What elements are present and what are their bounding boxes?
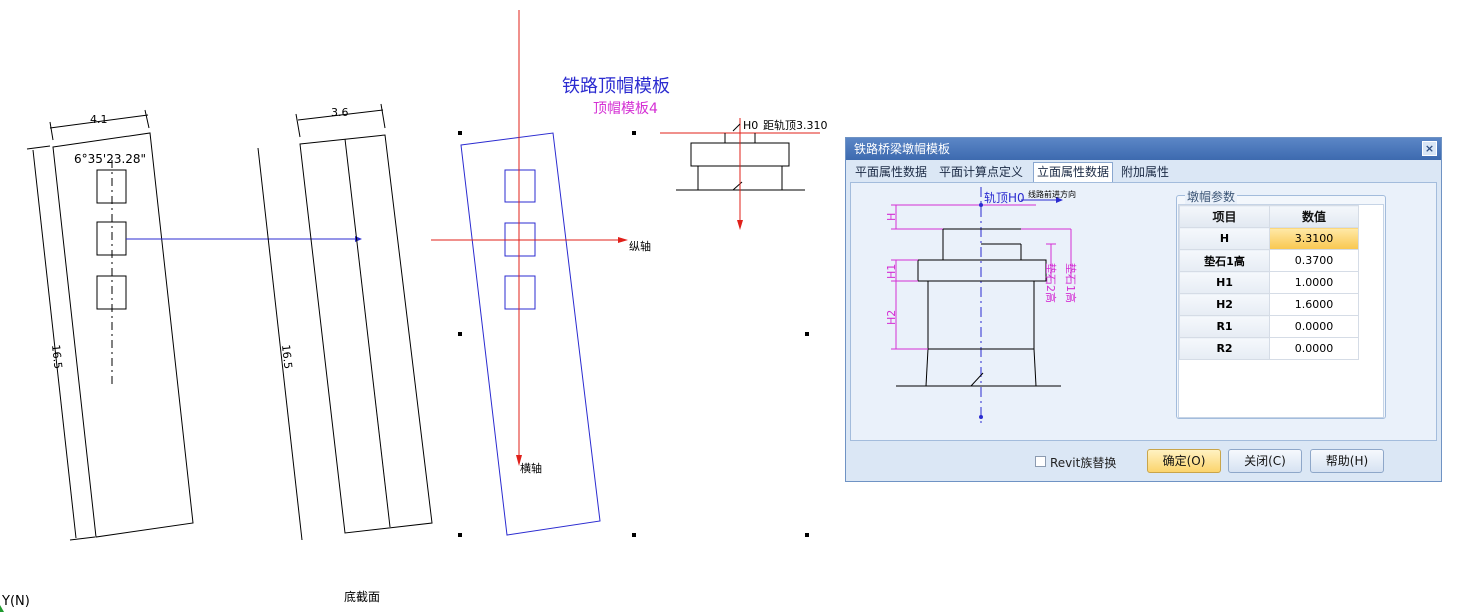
dim-width-left: 4.1 bbox=[90, 113, 108, 126]
param-value[interactable]: 1.6000 bbox=[1269, 293, 1359, 316]
param-value[interactable]: 0.0000 bbox=[1269, 315, 1359, 338]
ok-button[interactable]: 确定(O) bbox=[1147, 449, 1221, 473]
y-axis-icon bbox=[0, 605, 4, 612]
dialog-footer: Revit族替换 确定(O) 关闭(C) 帮助(H) bbox=[846, 443, 1441, 481]
param-value[interactable]: 0.0000 bbox=[1269, 337, 1359, 360]
table-row[interactable]: 垫石1高 0.3700 bbox=[1179, 249, 1359, 272]
diagram-label-h2: H2 bbox=[885, 310, 898, 325]
table-row[interactable]: H1 1.0000 bbox=[1179, 271, 1359, 294]
dim-width-mid: 3.6 bbox=[331, 106, 349, 119]
header-item: 项目 bbox=[1179, 205, 1270, 228]
help-button[interactable]: 帮助(H) bbox=[1310, 449, 1384, 473]
diagram-label-pad2: 垫石2高 bbox=[1044, 263, 1058, 303]
drawing-title: 铁路顶帽模板 bbox=[562, 76, 670, 97]
param-name: R1 bbox=[1179, 315, 1270, 338]
param-name: H2 bbox=[1179, 293, 1270, 316]
table-row[interactable]: H 3.3100 bbox=[1179, 227, 1359, 250]
param-name: R2 bbox=[1179, 337, 1270, 360]
params-grid[interactable]: 项目 数值 H 3.3100 垫石1高 0.3700 bbox=[1178, 204, 1384, 418]
param-name: H bbox=[1179, 227, 1270, 250]
param-value[interactable]: 1.0000 bbox=[1269, 271, 1359, 294]
diagram-direction: 线路前进方向 bbox=[1028, 189, 1076, 199]
param-value[interactable]: 0.3700 bbox=[1269, 249, 1359, 272]
pier-cap-template-dialog: 铁路桥梁墩帽模板 × 平面属性数据 平面计算点定义 立面属性数据 附加属性 bbox=[845, 137, 1442, 482]
elevation-diagram: 轨顶H0 线路前进方向 H H1 H2 垫石2高 垫石1高 bbox=[885, 187, 1078, 423]
tab-plane-calc-points[interactable]: 平面计算点定义 bbox=[939, 165, 1024, 179]
dist-label: 距轨顶3.310 bbox=[763, 118, 828, 132]
axis-long-label: 纵轴 bbox=[629, 239, 651, 253]
axis-trans-label: 横轴 bbox=[520, 461, 542, 475]
middle-view bbox=[257, 103, 433, 541]
param-name: H1 bbox=[1179, 271, 1270, 294]
params-table: 项目 数值 H 3.3100 垫石1高 0.3700 bbox=[1179, 205, 1359, 360]
bottom-section-label: 底截面 bbox=[344, 589, 380, 604]
group-title: 墩帽参数 bbox=[1185, 188, 1238, 205]
dim-height-mid: 16.5 bbox=[279, 344, 294, 370]
revit-replace-label: Revit族替换 bbox=[1050, 456, 1117, 470]
table-row[interactable]: R2 0.0000 bbox=[1179, 337, 1359, 360]
dialog-title: 铁路桥梁墩帽模板 bbox=[854, 142, 951, 156]
table-row[interactable]: H2 1.6000 bbox=[1179, 293, 1359, 316]
revit-replace-checkbox[interactable] bbox=[1035, 456, 1046, 467]
elevation-preview bbox=[660, 118, 820, 230]
elevation-tab-panel: 轨顶H0 线路前进方向 H H1 H2 垫石2高 垫石1高 墩帽参数 项目 数值 bbox=[850, 182, 1437, 441]
tab-extra-attributes[interactable]: 附加属性 bbox=[1121, 165, 1170, 179]
header-value: 数值 bbox=[1269, 205, 1359, 228]
pier-cap-params-group: 墩帽参数 项目 数值 H 3.3100 bbox=[1176, 188, 1386, 419]
dim-angle: 6°35'23.28" bbox=[74, 152, 146, 166]
tab-plane-attributes[interactable]: 平面属性数据 bbox=[855, 165, 928, 179]
diagram-label-h: H bbox=[885, 213, 898, 221]
param-name: 垫石1高 bbox=[1179, 249, 1270, 272]
left-view bbox=[26, 109, 362, 541]
table-row[interactable]: R1 0.0000 bbox=[1179, 315, 1359, 338]
h0-label: H0 bbox=[743, 119, 758, 132]
param-value[interactable]: 3.3100 bbox=[1269, 227, 1359, 250]
close-icon[interactable]: × bbox=[1422, 141, 1437, 156]
close-button[interactable]: 关闭(C) bbox=[1228, 449, 1302, 473]
template-preview bbox=[431, 10, 628, 536]
yn-label: Y(N) bbox=[1, 594, 30, 609]
diagram-label-pad1: 垫石1高 bbox=[1064, 263, 1078, 303]
diagram-rail-top: 轨顶H0 bbox=[984, 191, 1025, 205]
drawing-subtitle: 顶帽模板4 bbox=[593, 101, 658, 117]
dialog-titlebar[interactable]: 铁路桥梁墩帽模板 × bbox=[846, 138, 1441, 160]
tab-elevation-attributes[interactable]: 立面属性数据 bbox=[1033, 162, 1114, 183]
selection-grips bbox=[458, 131, 809, 537]
diagram-label-h1: H1 bbox=[885, 264, 898, 279]
dim-height-left: 16.5 bbox=[49, 344, 64, 370]
